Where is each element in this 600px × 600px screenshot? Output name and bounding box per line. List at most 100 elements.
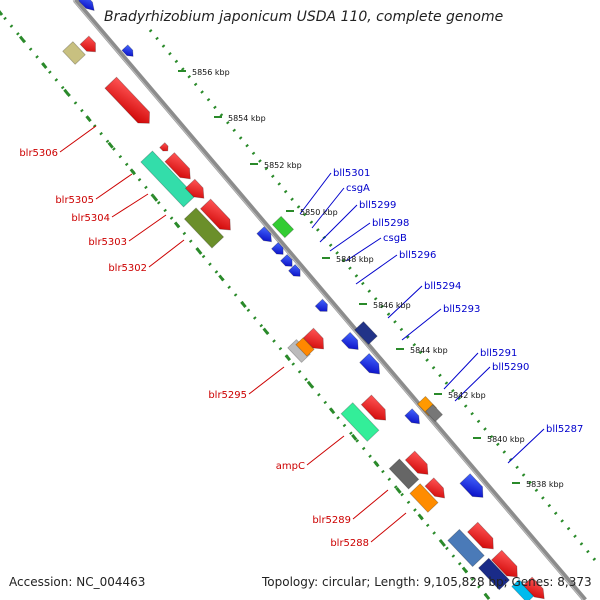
scale-tick-mark xyxy=(63,88,70,96)
plus-gene-leader-line xyxy=(352,489,389,520)
scale-tick-mark xyxy=(262,327,269,335)
gene-feature-plus-blr5304[interactable] xyxy=(164,152,195,184)
plus-gene-label-blr5305[interactable]: blr5305 xyxy=(55,195,94,206)
gene-feature-plus-blr5295[interactable] xyxy=(302,327,328,354)
scale-tick-mark xyxy=(151,194,159,202)
gene-feature-minus[interactable] xyxy=(404,408,423,427)
scale-tick-mark xyxy=(240,301,247,308)
scale-tick-mark xyxy=(284,354,291,362)
minus-gene-leader-line xyxy=(355,254,398,285)
minus-gene-label-csgA[interactable]: csgA xyxy=(346,183,370,194)
scale-tick-mark xyxy=(461,566,469,574)
scale-tick-mark xyxy=(129,168,137,176)
gene-feature-minus[interactable] xyxy=(271,215,295,239)
scale-tick-mark xyxy=(107,141,114,149)
minus-gene-label-csgB[interactable]: csgB xyxy=(383,233,407,244)
scale-tick-mark xyxy=(85,115,92,123)
gene-feature-minus-csgB[interactable] xyxy=(314,298,331,315)
gene-feature-minus-bll5293[interactable] xyxy=(340,331,362,353)
scale-tick-mark xyxy=(173,221,181,229)
minus-gene-label-bll5299[interactable]: bll5299 xyxy=(359,200,396,211)
scale-tick-label: 5838 kbp xyxy=(526,480,564,489)
plus-gene-label-blr5303[interactable]: blr5303 xyxy=(88,237,127,248)
scale-tick-mark xyxy=(395,486,402,494)
gene-feature-plus[interactable] xyxy=(295,337,315,357)
minus-gene-leader-line xyxy=(311,187,345,229)
gene-feature-plus[interactable] xyxy=(424,477,449,502)
minus-gene-label-bll5293[interactable]: bll5293 xyxy=(443,304,480,315)
gene-feature-minus[interactable] xyxy=(359,352,385,379)
gene-feature-minus-bll5298[interactable] xyxy=(288,263,304,280)
gene-feature-plus-blr5306[interactable] xyxy=(104,76,155,129)
scale-tick-mark xyxy=(0,10,4,16)
gene-feature-minus-bll5294[interactable] xyxy=(354,321,378,345)
scale-tick-label: 5844 kbp xyxy=(410,346,448,355)
map-title: Bradyrhizobium japonicum USDA 110, compl… xyxy=(104,9,504,25)
gene-feature-plus[interactable] xyxy=(404,450,432,479)
gene-feature-plus[interactable] xyxy=(159,142,171,154)
gene-feature-plus[interactable] xyxy=(62,41,86,65)
minus-gene-label-bll5291[interactable]: bll5291 xyxy=(480,348,517,359)
plus-gene-label-blr5289[interactable]: blr5289 xyxy=(312,515,351,526)
plus-gene-label-blr5306[interactable]: blr5306 xyxy=(19,148,58,159)
leader-lines-layer xyxy=(59,125,545,543)
scale-tick-mark xyxy=(196,248,203,255)
gene-feature-plus[interactable] xyxy=(199,198,236,235)
minus-gene-leader-line xyxy=(401,308,442,341)
gene-feature-minus-bll5290[interactable] xyxy=(424,403,444,423)
gene-feature-minus-bll5287[interactable] xyxy=(459,473,488,502)
gene-feature-plus-blr5305[interactable] xyxy=(140,150,196,208)
scale-tick-mark xyxy=(41,62,48,70)
gene-feature-minus-bll5301[interactable] xyxy=(256,226,275,245)
minus-gene-label-bll5301[interactable]: bll5301 xyxy=(333,168,370,179)
minus-gene-leader-line xyxy=(319,204,358,243)
topology-text: Topology: circular; Length: 9,105,828 bp… xyxy=(262,575,592,589)
gene-feature-plus[interactable] xyxy=(478,557,510,591)
plus-gene-leader-line xyxy=(306,435,345,466)
scale-tick-label: 5846 kbp xyxy=(373,301,411,310)
gene-labels-layer: blr5306 blr5305 blr5304 blr5303 blr5302 blr52… xyxy=(19,148,583,549)
gene-feature-plus[interactable] xyxy=(360,394,390,425)
gene-feature-plus[interactable] xyxy=(467,521,499,553)
gene-feature-plus[interactable] xyxy=(447,528,485,568)
scale-tick-label: 5850 kbp xyxy=(300,208,338,217)
gene-feature-plus-blr5288[interactable] xyxy=(409,483,439,513)
plus-gene-label-blr5304[interactable]: blr5304 xyxy=(71,213,110,224)
gene-feature-plus[interactable] xyxy=(491,549,523,581)
plus-gene-leader-line xyxy=(128,214,167,242)
minus-gene-label-bll5287[interactable]: bll5287 xyxy=(546,424,583,435)
genome-backbone-highlight xyxy=(72,0,584,600)
gene-feature-plus-blr5289[interactable] xyxy=(388,458,420,490)
scale-tick-label: 5840 kbp xyxy=(487,435,525,444)
gene-feature-plus-ampC[interactable] xyxy=(340,402,380,442)
minus-gene-label-bll5296[interactable]: bll5296 xyxy=(399,250,436,261)
minus-gene-leader-line xyxy=(387,285,423,319)
scale-tick-label: 5854 kbp xyxy=(228,114,266,123)
minus-gene-label-bll5298[interactable]: bll5298 xyxy=(372,218,409,229)
gene-feature-minus[interactable] xyxy=(77,0,98,14)
gene-feature-plus-blr5302[interactable] xyxy=(183,207,225,249)
gene-feature-plus[interactable] xyxy=(79,35,100,56)
scale-tick-mark xyxy=(439,540,446,547)
plus-gene-label-ampC[interactable]: ampC xyxy=(276,461,305,472)
scale-tick-mark xyxy=(306,380,314,388)
plus-gene-label-blr5302[interactable]: blr5302 xyxy=(108,263,147,274)
minus-gene-label-bll5294[interactable]: bll5294 xyxy=(424,281,461,292)
plus-gene-label-blr5288[interactable]: blr5288 xyxy=(330,538,369,549)
plus-gene-label-blr5295[interactable]: blr5295 xyxy=(208,390,247,401)
plus-gene-leader-line xyxy=(248,366,285,395)
gene-feature-minus-csgA[interactable] xyxy=(271,241,287,258)
gene-feature-minus-bll5299[interactable] xyxy=(280,253,296,270)
minus-gene-label-bll5290[interactable]: bll5290 xyxy=(492,362,529,373)
scale-tick-mark xyxy=(218,274,225,282)
scale-tick-label: 5856 kbp xyxy=(192,68,230,77)
minus-gene-leader-line xyxy=(443,352,479,390)
gene-feature-plus-blr5303[interactable] xyxy=(184,178,208,202)
minus-gene-leader-line xyxy=(299,172,332,215)
scale-tick-mark xyxy=(373,460,380,468)
plus-gene-leader-line xyxy=(370,512,407,543)
gene-feature-minus[interactable] xyxy=(121,44,136,59)
gene-feature-plus[interactable] xyxy=(522,576,548,600)
